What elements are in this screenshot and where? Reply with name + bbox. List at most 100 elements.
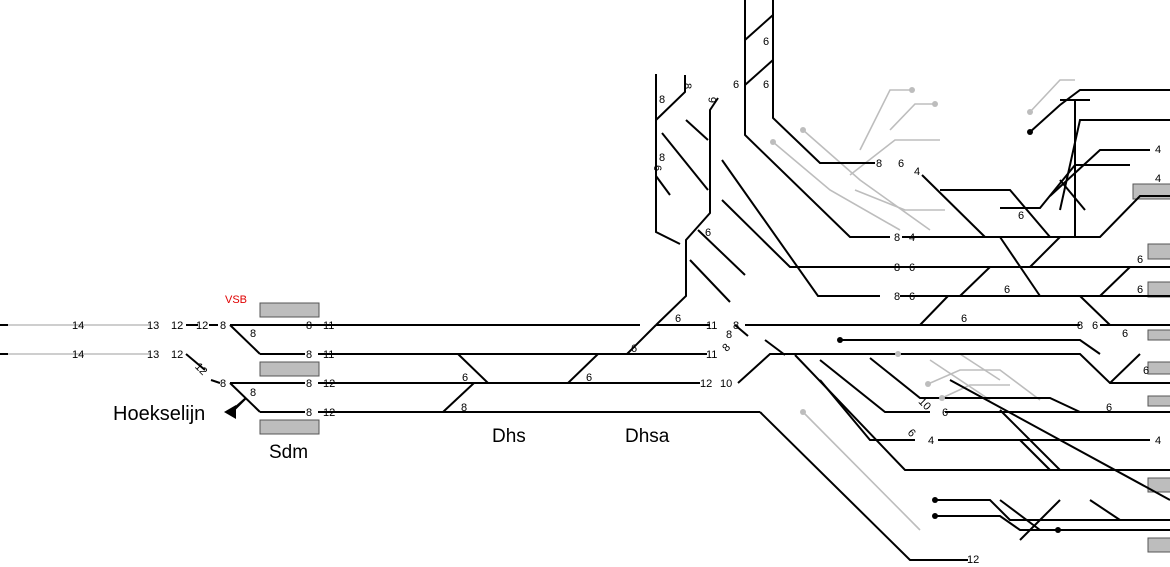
buffer-stops [770,87,1061,533]
track-number: 6 [1137,284,1143,296]
track-number: 8 [306,349,312,361]
track-number: 6 [586,372,592,384]
track-number: 6 [707,97,719,103]
track-number: 4 [928,435,934,447]
track-number: 6 [942,407,948,419]
track-number: 12 [700,378,712,390]
vsb-label: VSB [225,294,247,306]
buffer-stop-ghost [895,351,901,357]
track-number: 8 [306,407,312,419]
track-number: 12 [192,361,209,378]
track-number: 12 [196,320,208,332]
track-number: 6 [898,158,904,170]
track-number: 11 [706,320,717,332]
track-number: 8 [894,232,900,244]
platform-east-4 [1147,329,1170,341]
buffer-stop [1027,129,1033,135]
platform-east-8 [1147,537,1170,553]
track-number: 8 [220,320,226,332]
track-number: 4 [1155,144,1161,156]
platform-east-3 [1147,281,1170,298]
track-number: 12 [171,349,183,361]
track-number: 8 [461,402,467,414]
track-number: 8 [250,387,256,399]
track-number: 6 [1018,210,1024,222]
buffer-stop-ghost [909,87,915,93]
platforms [259,183,1170,553]
track-number: 6 [1004,284,1010,296]
buffer-stop-ghost [800,409,806,415]
track-number: 4 [909,232,915,244]
station-label-dhs: Dhs [492,426,526,447]
track-number: 8 [1077,320,1083,332]
buffer-stop-ghost [800,127,806,133]
track-number: 6 [1092,320,1098,332]
track-number: 6 [651,165,663,171]
track-number: 4 [914,166,920,178]
track-number: 11 [706,349,717,361]
track-number: 14 [72,320,84,332]
track-number: 11 [323,349,334,361]
track-number: 4 [1155,435,1161,447]
platform-sdm-3 [259,419,320,435]
track-number: 8 [659,94,665,106]
track-number: 6 [909,291,915,303]
track-number: 11 [323,320,334,332]
buffer-stop [1055,527,1061,533]
buffer-stop-ghost [939,395,945,401]
track-number: 6 [763,79,769,91]
track-number: 12 [323,378,335,390]
station-label-sdm: Sdm [269,442,308,463]
track-number: 6 [1143,365,1149,377]
platform-east-6 [1147,395,1170,407]
track-number: 10 [720,378,732,390]
track-number: 6 [705,227,711,239]
buffer-stop-ghost [925,381,931,387]
track-number: 6 [1137,254,1143,266]
platform-east-2 [1147,243,1170,260]
track-number: 6 [675,313,681,325]
track-number: 6 [961,313,967,325]
track-number: 8 [894,262,900,274]
track-number: 6 [1122,328,1128,340]
hoekselijn-label: Hoekselijn [113,403,205,425]
track-number: 6 [909,262,915,274]
track-number: 8 [250,328,256,340]
station-label-dhsa: Dhsa [625,426,670,447]
track-number: 13 [147,349,159,361]
track-number: 12 [967,554,979,566]
track-number: 8 [306,320,312,332]
track-number: 8 [306,378,312,390]
track-number: 8 [726,329,732,341]
platform-east-5 [1147,361,1170,375]
track-number: 12 [323,407,335,419]
track-number: 12 [171,320,183,332]
hoekselijn-arrow [224,397,247,419]
platform-sdm-2 [259,361,320,377]
track-number: 8 [659,152,665,164]
track-number: 6 [905,427,918,440]
buffer-stop [837,337,843,343]
track-number: 14 [72,349,84,361]
arrow-left-icon [224,405,236,419]
track-number: 8 [876,158,882,170]
buffer-stop [932,497,938,503]
platform-east-7 [1147,477,1170,493]
track-number: 6 [733,79,739,91]
track-number: 6 [763,36,769,48]
track-number: 8 [733,320,739,332]
track-number: 8 [220,378,226,390]
track-numbers: 14 13 12 12 8 8 11 14 13 12 12 8 8 11 8 … [72,36,1161,566]
buffer-stop-ghost [932,101,938,107]
track-number: 6 [462,372,468,384]
track-number: 8 [720,342,733,355]
buffer-stop [932,513,938,519]
track-number: 6 [631,343,637,355]
track-number: 6 [1106,402,1112,414]
buffer-stop-ghost [1027,109,1033,115]
track-number: 8 [894,291,900,303]
buffer-stop-ghost [770,139,776,145]
